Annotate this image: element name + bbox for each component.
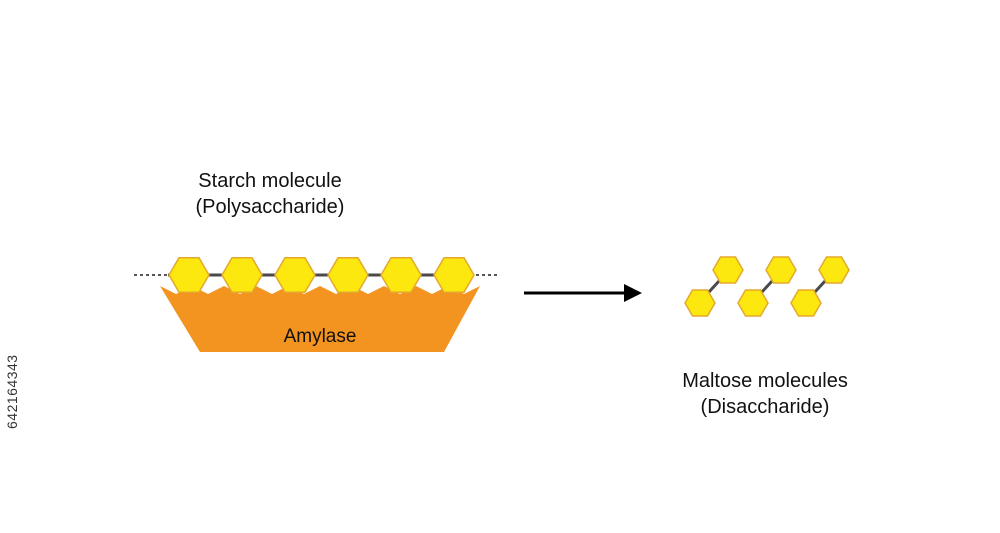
maltose-molecules-group xyxy=(684,256,850,317)
starch-glucose-unit xyxy=(327,256,369,294)
reaction-arrow xyxy=(524,284,642,302)
starch-molecule-label: Starch molecule (Polysaccharide) xyxy=(170,168,370,220)
starch-glucose-chain xyxy=(168,256,475,294)
maltose-molecules-label: Maltose molecules (Disaccharide) xyxy=(640,368,890,420)
stock-id-watermark: 642164343 xyxy=(4,354,20,430)
maltose-glucose-unit xyxy=(684,289,716,317)
starch-glucose-unit xyxy=(380,256,422,294)
maltose-title-line1: Maltose molecules xyxy=(682,370,848,392)
amylase-enzyme-shape xyxy=(160,286,480,352)
starch-glucose-unit xyxy=(168,256,210,294)
starch-title-line1: Starch molecule xyxy=(198,170,342,192)
amylase-label: Amylase xyxy=(283,326,357,347)
maltose-glucose-unit xyxy=(765,256,797,284)
starch-title-line2: (Polysaccharide) xyxy=(195,196,345,218)
starch-glucose-unit xyxy=(274,256,316,294)
maltose-glucose-unit xyxy=(737,289,769,317)
maltose-glucose-unit xyxy=(790,289,822,317)
maltose-glucose-unit xyxy=(818,256,850,284)
starch-glucose-unit xyxy=(433,256,475,294)
maltose-glycosidic-bond xyxy=(812,278,828,295)
maltose-glycosidic-bond xyxy=(706,278,722,295)
maltose-title-line2: (Disaccharide) xyxy=(700,396,830,418)
starch-glucose-unit xyxy=(221,256,263,294)
maltose-glucose-unit xyxy=(712,256,744,284)
maltose-glycosidic-bond xyxy=(759,278,775,295)
